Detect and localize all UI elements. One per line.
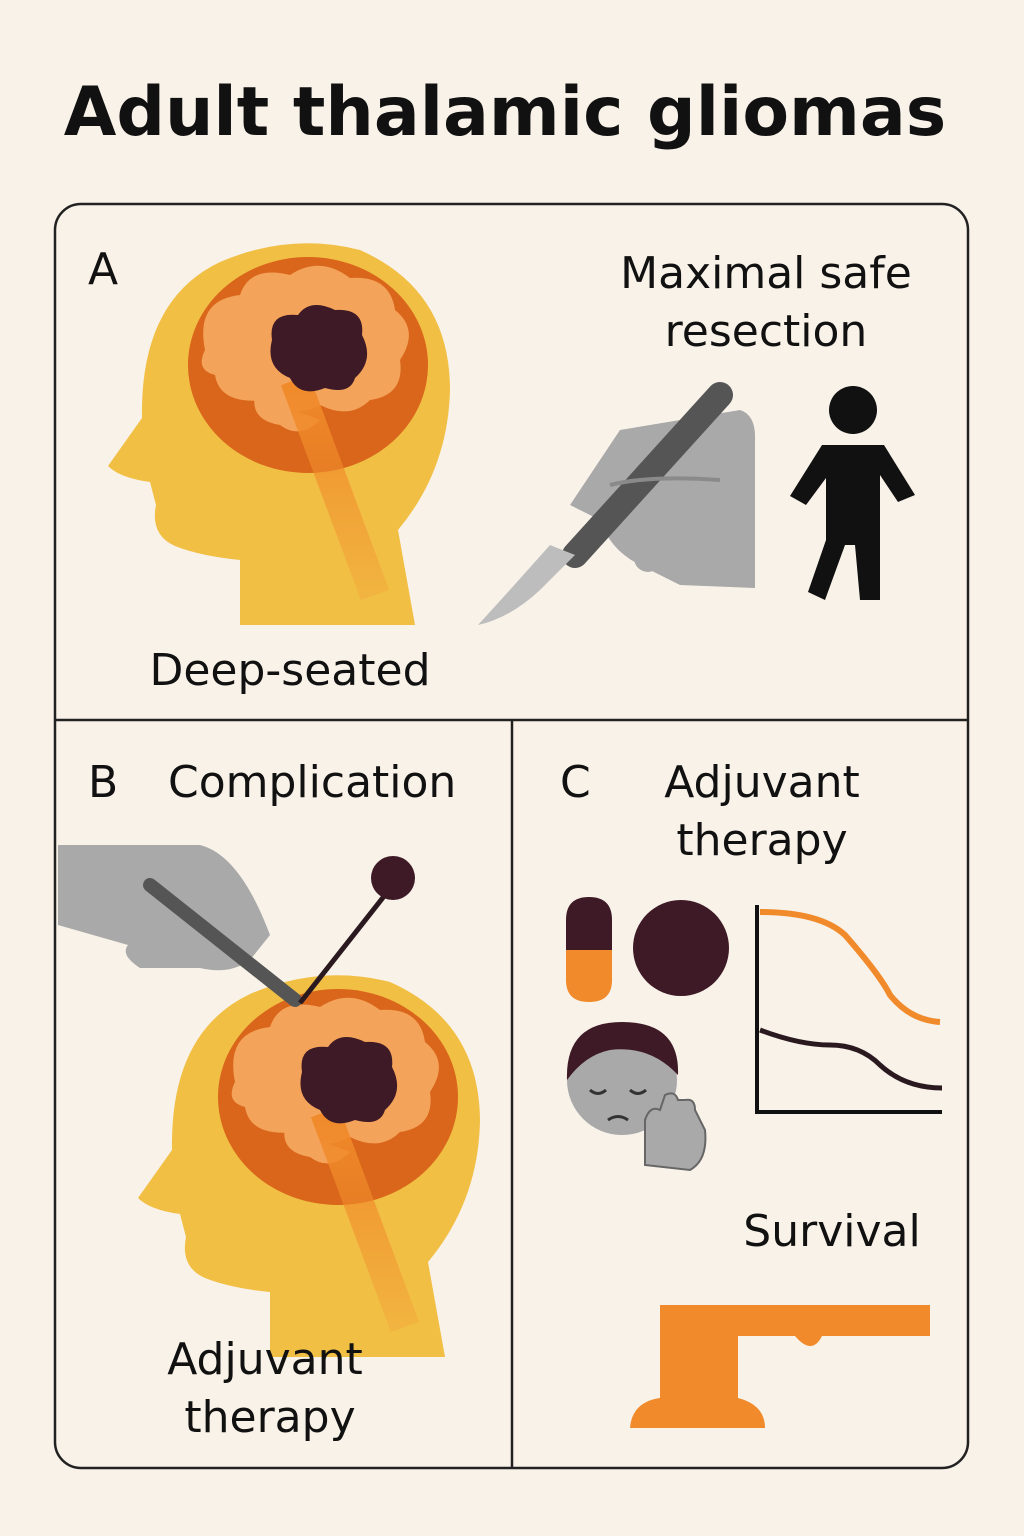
panel-a-heading-line2: resection (665, 306, 868, 357)
panel-b-letter: B (88, 757, 118, 808)
panel-c-heading-line1: Adjuvant (664, 757, 860, 808)
panel-c: C Adjuvant therapy Survival (560, 757, 943, 1428)
survival-curve-icon (755, 905, 943, 1114)
panel-b-caption-line2: therapy (184, 1392, 355, 1443)
hand-probe-icon (58, 845, 415, 1007)
sick-face-icon (566, 1022, 707, 1172)
panel-b: B Complication Adjuvant therapy (58, 757, 480, 1443)
panel-c-caption: Survival (743, 1206, 920, 1257)
panel-a-heading-line1: Maximal safe (620, 248, 912, 299)
panel-b-caption-line1: Adjuvant (167, 1334, 363, 1385)
head-brain-tumor-icon (108, 243, 450, 625)
scalpel-hand-icon (478, 382, 756, 625)
panel-a-caption: Deep-seated (149, 645, 430, 696)
page-title: Adult thalamic gliomas (64, 73, 947, 152)
panel-b-heading: Complication (168, 757, 456, 808)
capsule-icon (566, 897, 612, 1002)
walking-person-icon (790, 386, 915, 600)
panel-c-heading-line2: therapy (676, 815, 847, 866)
bar-platform-icon (630, 1305, 930, 1428)
panel-a: A Maximal safe resection Deep-seated (88, 243, 915, 696)
panel-a-letter: A (88, 244, 118, 295)
panel-c-letter: C (560, 757, 591, 808)
dark-circle-icon (633, 900, 729, 996)
head-brain-tumor-icon (138, 975, 480, 1357)
